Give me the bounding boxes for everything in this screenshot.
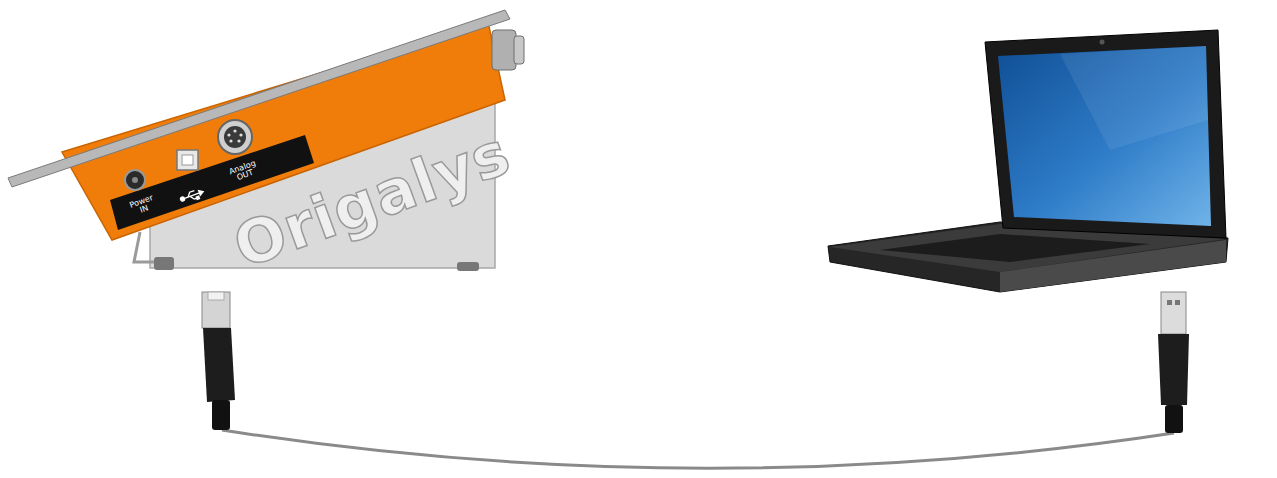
power-jack-pin bbox=[132, 177, 138, 183]
usb-symbol-dot bbox=[180, 197, 185, 202]
usb-symbol bbox=[179, 188, 205, 205]
brand-logo: Origalys bbox=[211, 116, 533, 285]
laptop-front-edge bbox=[1000, 240, 1226, 292]
usb-symbol-arrow bbox=[199, 189, 204, 195]
usb-b-plug bbox=[202, 292, 235, 430]
plug-body bbox=[1158, 334, 1189, 405]
usb-b-socket bbox=[177, 150, 198, 170]
plug-tip bbox=[208, 292, 224, 300]
port-label: Power IN bbox=[127, 193, 159, 218]
din-socket-inner bbox=[224, 126, 246, 148]
port-label: Analog OUT bbox=[226, 159, 262, 186]
usb-cable bbox=[222, 430, 1174, 468]
laptop-screen bbox=[998, 46, 1211, 226]
laptop-lid bbox=[985, 30, 1226, 238]
connector-cap bbox=[514, 36, 524, 64]
din-pin bbox=[239, 133, 242, 136]
din-pin bbox=[229, 139, 232, 142]
plug-hole bbox=[1167, 300, 1172, 305]
usb-b-socket-inner bbox=[182, 155, 193, 165]
usb-symbol-stem bbox=[183, 193, 200, 199]
din-pin bbox=[237, 139, 240, 142]
din-pins bbox=[227, 129, 242, 142]
webcam bbox=[1100, 40, 1105, 45]
connector-body bbox=[492, 30, 516, 70]
plug-relief bbox=[212, 400, 230, 430]
plug-hole bbox=[1175, 300, 1180, 305]
plug-relief bbox=[1165, 405, 1183, 433]
usb-a-plug bbox=[1158, 292, 1189, 433]
din-pin bbox=[233, 129, 236, 132]
screen-reflection bbox=[1060, 46, 1208, 150]
stand-foot bbox=[154, 257, 174, 270]
power-jack bbox=[125, 170, 145, 190]
front-connector bbox=[492, 30, 524, 70]
usb-symbol-square bbox=[196, 196, 199, 199]
usb-symbol-branch bbox=[187, 191, 196, 197]
stand-foot bbox=[457, 262, 479, 271]
plug-metal bbox=[1161, 292, 1186, 334]
plug-metal bbox=[202, 292, 230, 328]
laptop bbox=[828, 30, 1228, 292]
plug-body bbox=[203, 328, 235, 402]
din-pin bbox=[227, 133, 230, 136]
din-socket bbox=[218, 120, 252, 154]
